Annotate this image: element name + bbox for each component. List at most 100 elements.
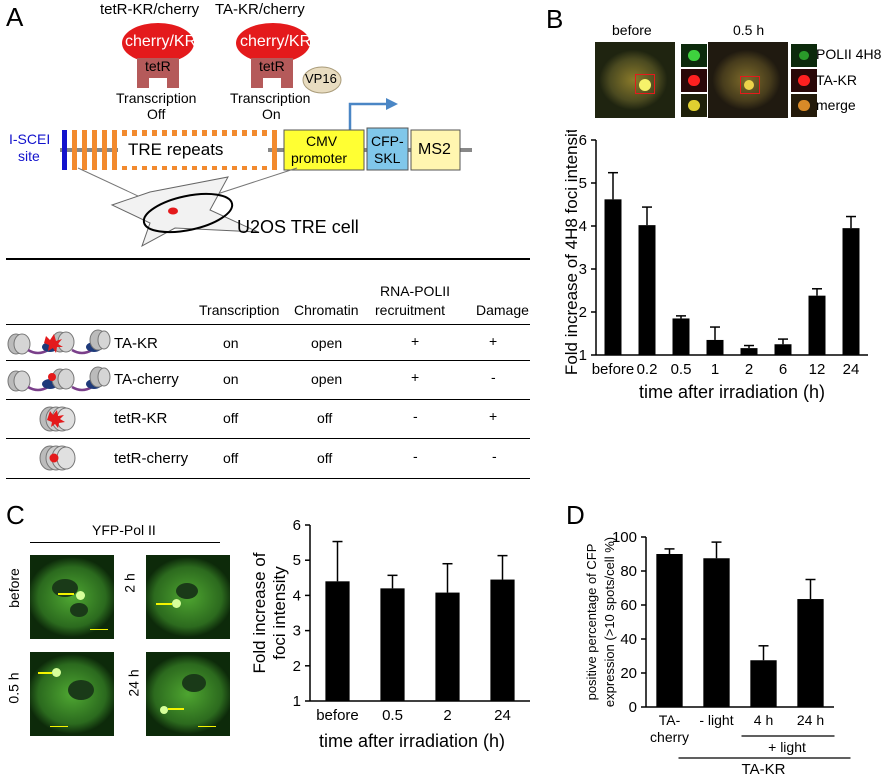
row-tetr-kr-transcription: off bbox=[223, 410, 239, 426]
cfp-label-2: SKL bbox=[374, 150, 401, 166]
x-tick-label: - light bbox=[699, 712, 733, 728]
transcription-off-label-2: Off bbox=[147, 106, 166, 122]
tre-repeat-stripe bbox=[112, 130, 117, 170]
y-tick-label: 40 bbox=[620, 631, 637, 648]
bar bbox=[435, 592, 460, 701]
y-tick-label: 4 bbox=[579, 218, 587, 235]
row-ta-cherry-damage: - bbox=[491, 369, 496, 385]
bar bbox=[808, 295, 826, 355]
panel-label-d: D bbox=[566, 500, 585, 530]
row-ta-kr-damage: + bbox=[489, 333, 498, 349]
y-tick-label: 0 bbox=[629, 699, 637, 716]
row-name-tetr-cherry: tetR-cherry bbox=[114, 450, 189, 467]
row-tetr-cherry-damage: - bbox=[492, 448, 497, 464]
row-tetr-kr-chromatin: off bbox=[317, 410, 333, 426]
tre-repeat-stripe bbox=[92, 130, 97, 170]
ms2-label: MS2 bbox=[418, 141, 451, 158]
tre-label-box bbox=[118, 136, 268, 166]
row-tetr-cherry-recruitment: - bbox=[413, 448, 418, 464]
c-label-05h: 0.5 h bbox=[5, 672, 22, 704]
yfp-polii-title: YFP-Pol II bbox=[92, 522, 156, 538]
x-tick-label: 12 bbox=[809, 361, 826, 378]
row-ta-cherry-recruitment: + bbox=[411, 369, 420, 385]
cell-label: U2OS TRE cell bbox=[237, 217, 359, 237]
tetr-label-left: tetR bbox=[145, 58, 171, 74]
header-damage: Damage bbox=[476, 302, 529, 318]
y-axis-title-line2: foci intensity bbox=[270, 566, 289, 660]
light-group-label: + light bbox=[768, 739, 806, 755]
x-tick-label: 0.5 bbox=[671, 361, 692, 378]
header-transcription: Transcription bbox=[199, 302, 280, 318]
isce-label-1: I-SCEI bbox=[9, 131, 51, 147]
row-ta-cherry-chromatin: open bbox=[311, 371, 343, 387]
c-label-before: before bbox=[5, 568, 22, 608]
tetr-block-left bbox=[137, 58, 179, 88]
transcription-on-label-1: Transcription bbox=[230, 90, 311, 106]
row-tetr-cherry-transcription: off bbox=[223, 450, 239, 466]
nucleosome-icon-ta-kr bbox=[7, 329, 111, 355]
row-name-ta-kr: TA-KR bbox=[114, 335, 158, 352]
vp16-ellipse bbox=[302, 66, 342, 94]
x-tick-label: 24 bbox=[494, 707, 511, 724]
bar bbox=[656, 554, 683, 707]
x-tick-label: 0.2 bbox=[637, 361, 658, 378]
micrograph-c-05h bbox=[30, 652, 114, 736]
cmv-label-2: promoter bbox=[291, 150, 348, 166]
vp16-label: VP16 bbox=[305, 71, 337, 86]
bar bbox=[638, 225, 656, 355]
ms2-box bbox=[410, 129, 461, 171]
x-tick-label: 6 bbox=[779, 361, 787, 378]
bar bbox=[325, 581, 350, 701]
row-tetr-kr-recruitment: - bbox=[413, 408, 418, 424]
micrograph-c-2h bbox=[146, 555, 230, 639]
y-tick-label: 60 bbox=[620, 597, 637, 614]
x-axis-title: time after irradiation (h) bbox=[319, 731, 505, 751]
red-locus bbox=[168, 207, 178, 215]
nucleus bbox=[142, 192, 234, 234]
construct-diagram bbox=[60, 23, 472, 248]
cmv-promoter-box bbox=[283, 129, 365, 171]
header-chromatin: Chromatin bbox=[294, 302, 359, 318]
panel-label-b: B bbox=[546, 4, 564, 34]
y-tick-label: 80 bbox=[620, 563, 637, 580]
x-tick-label: 2 bbox=[443, 707, 451, 724]
panel-label-c: C bbox=[6, 500, 25, 530]
y-axis-title: Fold increase of 4H8 foci intensity bbox=[562, 130, 581, 375]
bar bbox=[380, 588, 405, 701]
y-tick-label: 4 bbox=[293, 587, 301, 604]
row-tetr-kr-damage: + bbox=[489, 408, 498, 424]
y-tick-label: 5 bbox=[293, 552, 301, 569]
tre-repeat-stripe bbox=[272, 130, 277, 170]
y-tick-label: 1 bbox=[579, 347, 587, 364]
row-name-tetr-kr: tetR-KR bbox=[114, 410, 168, 427]
bar bbox=[797, 599, 824, 707]
inset-stack-before-b bbox=[680, 43, 708, 119]
transcription-arrow bbox=[348, 102, 388, 130]
tre-repeat-stripe bbox=[102, 130, 107, 170]
x-tick-label: 2 bbox=[745, 361, 753, 378]
x-tick-label: 4 h bbox=[754, 712, 773, 728]
bar bbox=[842, 228, 860, 355]
y-tick-label: 3 bbox=[293, 623, 301, 640]
y-axis-title-line1: positive percentage of CFP bbox=[584, 544, 599, 701]
condensed-chromatin-icon-tetr-cherry bbox=[39, 445, 76, 471]
x-axis-title: time after irradiation (h) bbox=[639, 382, 825, 402]
panel-label-a: A bbox=[6, 2, 24, 32]
micrograph-c-24h bbox=[146, 652, 230, 736]
tetr-label-right: tetR bbox=[259, 58, 285, 74]
cmv-label-1: CMV bbox=[306, 133, 338, 149]
cherry-kr-ellipse-left bbox=[122, 23, 194, 63]
bar bbox=[604, 199, 622, 355]
inset-stack-after-b bbox=[790, 43, 818, 119]
ellipse-label-left: cherry/KR bbox=[125, 33, 197, 50]
x-tick-label: 1 bbox=[711, 361, 719, 378]
isce-label-2: site bbox=[18, 148, 40, 164]
takr-group-label: TA-KR bbox=[742, 761, 786, 776]
nucleosome-icon-ta-cherry bbox=[7, 366, 111, 392]
x-tick-label: 0.5 bbox=[382, 707, 403, 724]
x-tick-label: 24 h bbox=[797, 712, 824, 728]
construct-left-title: tetR-KR/cherry bbox=[100, 1, 200, 18]
bar bbox=[774, 344, 792, 355]
x-tick-label: before bbox=[592, 361, 635, 378]
bar bbox=[750, 660, 777, 707]
